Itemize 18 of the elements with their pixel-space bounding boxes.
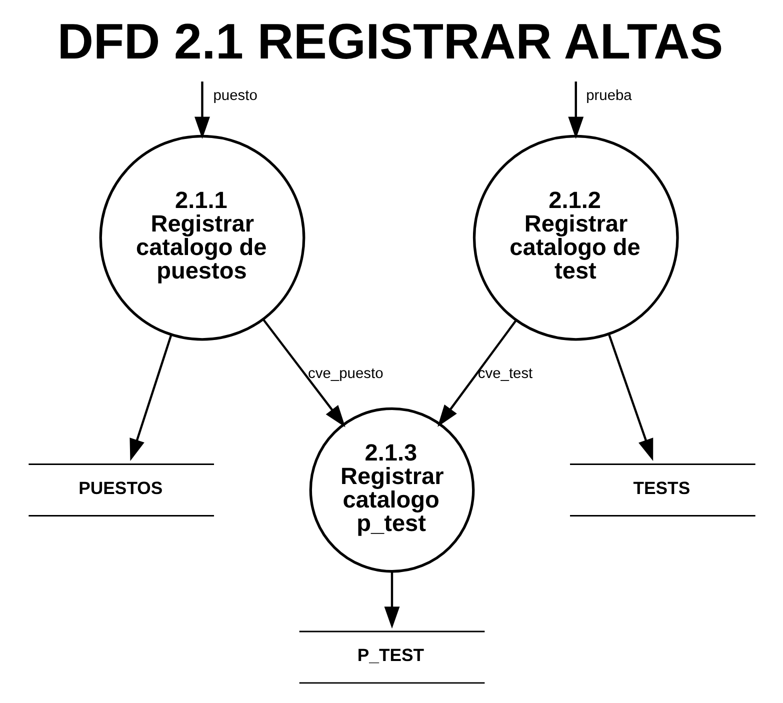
diagram-title: DFD 2.1 REGISTRAR ALTAS bbox=[56, 14, 723, 70]
arrow bbox=[194, 82, 210, 139]
arrow bbox=[129, 334, 172, 462]
node-circle: 2.1.2 Registrar catalogo de test bbox=[472, 134, 678, 341]
edge-label: cve_puesto bbox=[308, 366, 383, 382]
node-circle: 2.1.1 Registrar catalogo de puestos bbox=[98, 134, 305, 341]
edge-label: cve_test bbox=[477, 366, 532, 382]
node-text: TESTS bbox=[632, 478, 690, 498]
node-text: P_TEST bbox=[356, 645, 424, 666]
arrow bbox=[437, 320, 516, 427]
arrow bbox=[262, 318, 345, 428]
node-circle: 2.1.3 Registrar catalogo p_test bbox=[308, 407, 474, 573]
edge-label: prueba bbox=[586, 88, 632, 104]
node-text: PUESTOS bbox=[78, 478, 162, 498]
arrow bbox=[384, 571, 400, 629]
edge-label: puesto bbox=[212, 88, 257, 104]
arrow bbox=[608, 334, 653, 462]
arrow bbox=[568, 82, 584, 139]
